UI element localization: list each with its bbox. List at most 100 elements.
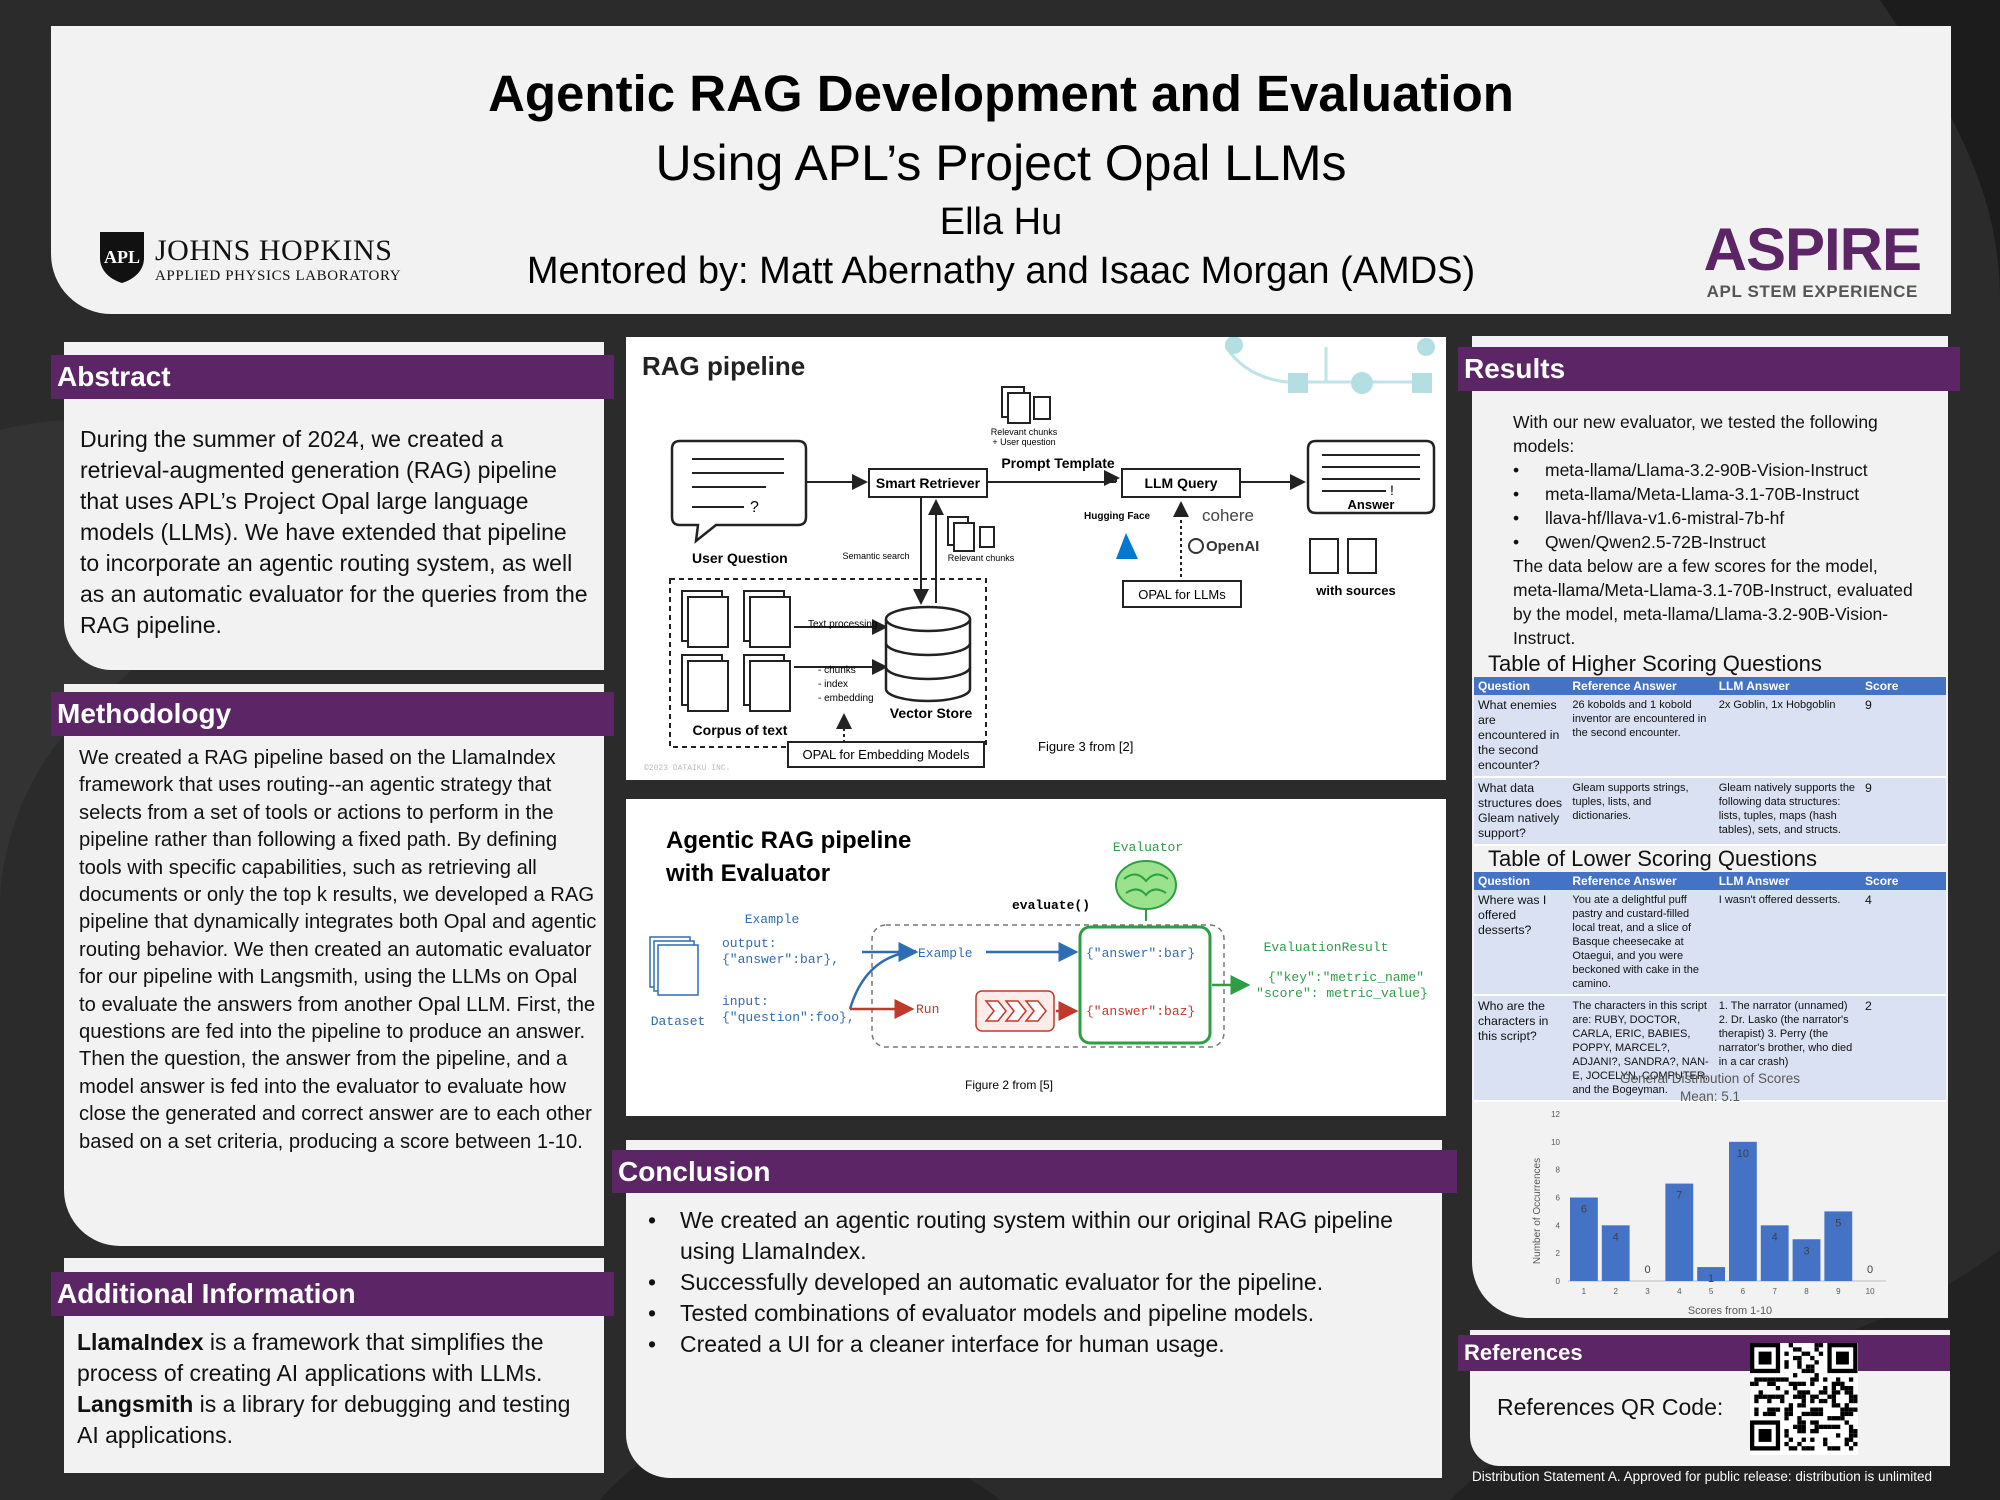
x-tick-label: 8 <box>1804 1287 1809 1296</box>
table-header-cell: Question <box>1474 677 1569 695</box>
svg-text:?: ? <box>750 499 759 516</box>
aspire-subtitle: APL STEM EXPERIENCE <box>1706 282 1918 301</box>
evaluator-figure: Agentic RAG pipeline with Evaluator Eval… <box>626 799 1446 1116</box>
output-value: {"answer":bar}, <box>722 952 839 967</box>
aspire-wordmark: ASPIRE <box>1703 216 1922 283</box>
dataset-label: Dataset <box>651 1014 706 1029</box>
abstract-text: During the summer of 2024, we created a … <box>80 426 588 638</box>
chart-bar <box>1760 1225 1789 1281</box>
y-tick-label: 8 <box>1556 1166 1561 1175</box>
prompt-docs-icon <box>1001 386 1051 424</box>
x-tick-label: 1 <box>1582 1287 1587 1296</box>
table-cell: Who are the characters in this script? <box>1474 995 1569 1102</box>
evaluate-fn-label: evaluate() <box>1012 898 1090 913</box>
bar-value-label: 10 <box>1737 1148 1749 1160</box>
results-intro: With our new evaluator, we tested the fo… <box>1513 412 1878 456</box>
table-row: What data structures does Gleam natively… <box>1474 777 1946 846</box>
higher-table-block: Table of Higher Scoring Questions Questi… <box>1474 650 1946 846</box>
eval-caption: Figure 2 from [5] <box>965 1078 1053 1092</box>
dataset-icon <box>649 936 699 996</box>
vector-store-label: Vector Store <box>890 705 973 721</box>
smart-retriever-label: Smart Retriever <box>876 475 981 491</box>
y-tick-label: 0 <box>1556 1277 1561 1286</box>
jhu-subtitle: APPLIED PHYSICS LABORATORY <box>155 268 402 284</box>
azure-icon <box>1116 533 1138 559</box>
bar-value-label: 3 <box>1803 1245 1809 1257</box>
bar-value-label: 0 <box>1867 1264 1873 1276</box>
example-arrow-label: Example <box>918 946 973 961</box>
opal-embedding-box <box>787 741 985 768</box>
lower-table-block: Table of Lower Scoring Questions Questio… <box>1474 845 1946 1102</box>
methodology-heading: Methodology <box>51 692 614 736</box>
bar-value-label: 6 <box>1581 1204 1587 1216</box>
cohere-label: cohere <box>1202 506 1254 525</box>
answer-baz-label: {"answer":baz} <box>1086 1004 1195 1019</box>
evaluator-label: Evaluator <box>1113 840 1183 855</box>
table-row: What enemies are encountered in the seco… <box>1474 695 1946 778</box>
x-tick-label: 7 <box>1772 1287 1777 1296</box>
chart-ylabel: Number of Occurrences <box>1532 1158 1543 1264</box>
qr-code-icon[interactable] <box>1750 1343 1858 1455</box>
svg-text:APL: APL <box>104 247 140 267</box>
prompt-relevant-chunks: Relevant chunks <box>991 427 1058 437</box>
llm-query-label: LLM Query <box>1144 475 1217 491</box>
rag-pipeline-figure: RAG pipeline ? User Question Smart Retri… <box>626 336 1446 780</box>
brain-icon <box>1115 860 1177 921</box>
bar-value-label: 0 <box>1644 1264 1650 1276</box>
answer-bar-label: {"answer":bar} <box>1086 946 1195 961</box>
y-tick-label: 10 <box>1551 1138 1560 1147</box>
x-tick-label: 2 <box>1613 1287 1618 1296</box>
bar-value-label: 5 <box>1835 1217 1841 1229</box>
svg-text:!: ! <box>1390 482 1394 498</box>
relevant-docs-icon <box>947 516 995 552</box>
conclusion-item: Tested combinations of evaluator models … <box>648 1298 1434 1329</box>
result-line1: {"key":"metric_name" <box>1268 970 1424 985</box>
y-tick-label: 6 <box>1556 1194 1561 1203</box>
shield-icon: APL <box>100 232 144 283</box>
result-line2: "score": metric_value} <box>1256 986 1428 1001</box>
results-note: The data below are a few scores for the … <box>1513 556 1913 648</box>
rag-caption: Figure 3 from [2] <box>1038 739 1133 754</box>
hugging-face-label: Hugging Face <box>1084 511 1151 522</box>
pipeline-chevrons <box>984 1000 1047 1022</box>
openai-label: OpenAI <box>1206 538 1259 555</box>
output-label: output: <box>722 936 777 951</box>
bar-value-label: 4 <box>1772 1231 1778 1243</box>
answer-bubble <box>1306 439 1436 515</box>
rag-pipeline-diagram: RAG pipeline ? User Question Smart Retri… <box>642 336 1436 773</box>
y-tick-label: 2 <box>1556 1249 1561 1258</box>
score-distribution-chart: General Distribution of Scores Mean: 5.1… <box>1532 1071 1886 1317</box>
chart-bar <box>1601 1225 1630 1281</box>
abstract-heading: Abstract <box>51 355 614 399</box>
eval-heading-line2: with Evaluator <box>665 860 830 887</box>
mentors-line: Mentored by: Matt Abernathy and Isaac Mo… <box>526 250 1476 292</box>
poster-title: Agentic RAG Development and Evaluation <box>488 65 1514 122</box>
methodology-text: We created a RAG pipeline based on the L… <box>79 747 597 1153</box>
references-heading: References <box>1458 1335 1950 1371</box>
x-tick-label: 3 <box>1645 1287 1650 1296</box>
evaluator-dashed-box <box>871 924 1225 1048</box>
llm-query-box <box>1121 468 1241 498</box>
relevant-chunks-label: Relevant chunks <box>948 553 1015 563</box>
copyright-label: ©2023 DATAIKU INC. <box>644 764 730 773</box>
jhu-apl-logo: APL JOHNS HOPKINS APPLIED PHYSICS LABORA… <box>97 230 417 290</box>
x-tick-label: 9 <box>1836 1287 1841 1296</box>
table-cell: 2x Goblin, 1x Hobgoblin <box>1714 695 1862 778</box>
table-cell: What data structures does Gleam natively… <box>1474 777 1569 846</box>
user-question-label: User Question <box>692 550 788 566</box>
table-row: Where was I offered desserts?You ate a d… <box>1474 890 1946 996</box>
user-question-bubble <box>670 439 808 544</box>
table-header-cell: Reference Answer <box>1568 677 1715 695</box>
input-label: input: <box>722 994 769 1009</box>
author-name: Ella Hu <box>939 201 1063 243</box>
table-cell: 9 <box>1861 777 1946 846</box>
rag-heading: RAG pipeline <box>642 351 805 381</box>
model-item: Qwen/Qwen2.5-72B-Instruct <box>1513 530 1913 554</box>
model-item: meta-llama/Llama-3.2-90B-Vision-Instruct <box>1513 458 1913 482</box>
chart-bar <box>1792 1239 1821 1281</box>
poster-header: Agentic RAG Development and Evaluation U… <box>51 26 1951 314</box>
x-tick-label: 10 <box>1866 1287 1875 1296</box>
additional-text: LlamaIndex is a framework that simplifie… <box>77 1327 597 1451</box>
eval-result-label: EvaluationResult <box>1264 940 1389 955</box>
